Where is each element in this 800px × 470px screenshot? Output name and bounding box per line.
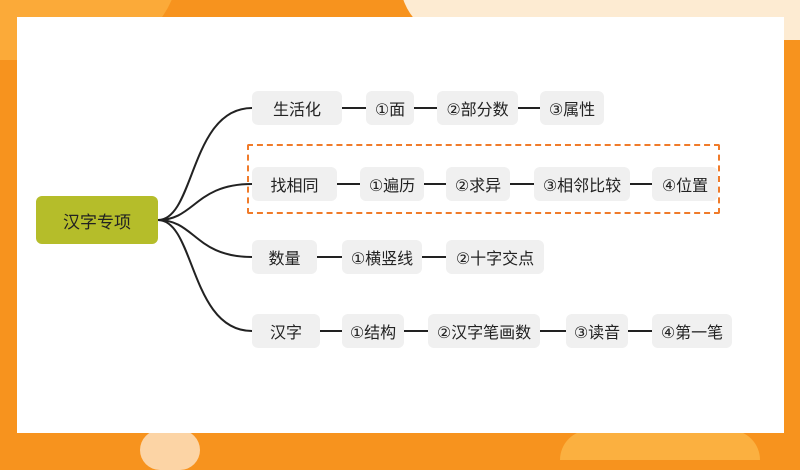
branch-3-item-2: ②十字交点 xyxy=(446,240,544,274)
mindmap-connectors xyxy=(157,107,652,332)
branch-4-item-1: ①结构 xyxy=(342,314,404,348)
branch-2-item-1: ①遍历 xyxy=(360,167,424,201)
branch-2-item-2: ②求异 xyxy=(446,167,510,201)
branch-1-item-1: ①面 xyxy=(366,91,414,125)
connector-root-branch-1 xyxy=(157,107,253,221)
branch-1-item-3: ③属性 xyxy=(540,91,604,125)
connector-root-branch-4 xyxy=(157,219,253,332)
branch-node-4: 汉字 xyxy=(252,314,320,348)
branch-node-3: 数量 xyxy=(252,240,317,274)
branch-2-item-3: ③相邻比较 xyxy=(534,167,630,201)
branch-3-item-1: ①横竖线 xyxy=(342,240,422,274)
highlight-dashed-box xyxy=(247,144,720,214)
connector-root-branch-3 xyxy=(157,219,253,258)
branch-node-1: 生活化 xyxy=(252,91,342,125)
root-node: 汉字专项 xyxy=(36,196,158,244)
connector-root-branch-2 xyxy=(157,183,253,221)
branch-node-2: 找相同 xyxy=(252,167,337,201)
branch-2-item-4: ④位置 xyxy=(652,167,718,201)
branch-4-item-4: ④第一笔 xyxy=(652,314,732,348)
branch-4-item-2: ②汉字笔画数 xyxy=(428,314,540,348)
branch-1-item-2: ②部分数 xyxy=(437,91,518,125)
branch-4-item-3: ③读音 xyxy=(566,314,628,348)
